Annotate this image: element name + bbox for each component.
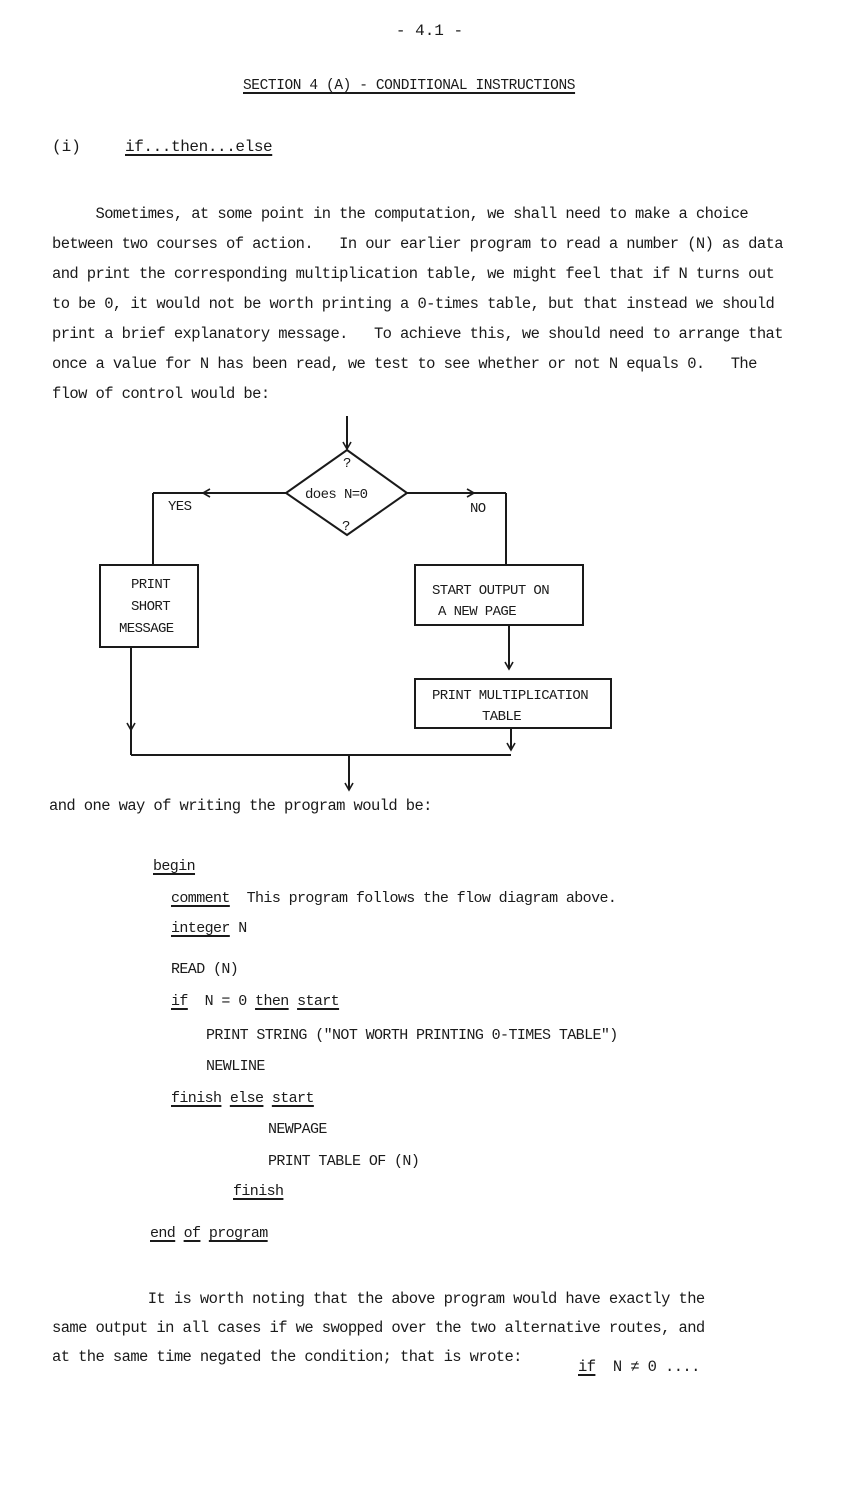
- keyword-finish: finish: [171, 1090, 222, 1107]
- keyword-if: if: [171, 993, 188, 1010]
- keyword-end: end: [150, 1225, 176, 1242]
- keyword-of: of: [183, 1225, 201, 1242]
- newline-statement: NEWLINE: [206, 1058, 265, 1075]
- paragraph-line: to be 0, it would not be worth printing …: [52, 295, 775, 313]
- keyword-if: if: [578, 1358, 596, 1376]
- keyword-integer: integer: [171, 920, 230, 937]
- yes-box-line: MESSAGE: [119, 621, 174, 637]
- subsection-title: if...then...else: [125, 138, 273, 156]
- page-number: - 4.1 -: [395, 22, 464, 40]
- no-box1-line: START OUTPUT ON: [432, 583, 549, 599]
- transition-text: and one way of writing the program would…: [49, 797, 432, 815]
- print-short-message-box: [99, 564, 199, 648]
- newpage-statement: NEWPAGE: [268, 1121, 327, 1138]
- paragraph-line: It is worth noting that the above progra…: [52, 1290, 706, 1308]
- keyword-begin: begin: [153, 858, 196, 875]
- start-output-box: [414, 564, 584, 626]
- paragraph-line: flow of control would be:: [52, 385, 270, 403]
- integer-variable: N: [238, 920, 247, 937]
- flow-diagram: ? does N=0 ? YES NO PRINT SHORT MESSAGE …: [99, 416, 612, 792]
- keyword-program: program: [208, 1225, 268, 1242]
- paragraph-line: same output in all cases if we swopped o…: [52, 1319, 705, 1337]
- paragraph-line: Sometimes, at some point in the computat…: [52, 205, 749, 223]
- section-title: SECTION 4 (A) - CONDITIONAL INSTRUCTIONS: [243, 78, 576, 94]
- keyword-comment: comment: [171, 890, 230, 907]
- keyword-else: else: [229, 1090, 264, 1107]
- keyword-start: start: [297, 993, 340, 1010]
- decision-top-mark: ?: [343, 456, 351, 472]
- yes-box-line: PRINT: [131, 577, 170, 593]
- paragraph-line: once a value for N has been read, we tes…: [52, 355, 757, 373]
- print-string-statement: PRINT STRING ("NOT WORTH PRINTING 0-TIME…: [206, 1027, 618, 1044]
- yes-box-line: SHORT: [131, 599, 170, 615]
- print-table-statement: PRINT TABLE OF (N): [268, 1153, 420, 1170]
- decision-diamond: [284, 448, 409, 537]
- no-box2-line: PRINT MULTIPLICATION: [432, 688, 588, 704]
- yes-label: YES: [168, 499, 192, 515]
- keyword-finish: finish: [233, 1183, 284, 1200]
- decision-label: does N=0: [305, 487, 368, 503]
- paragraph-line: between two courses of action. In our ea…: [52, 235, 784, 253]
- subsection-number: (i): [52, 138, 81, 156]
- condition: N = 0: [204, 993, 248, 1010]
- print-multiplication-table-box: [414, 678, 612, 729]
- no-box2-line: TABLE: [482, 709, 521, 725]
- read-statement: READ (N): [171, 961, 239, 978]
- keyword-start: start: [271, 1090, 315, 1107]
- paragraph-line: and print the corresponding multiplicati…: [52, 265, 775, 283]
- paragraph-line: print a brief explanatory message. To ac…: [52, 325, 784, 343]
- paragraph-line: at the same time negated the condition; …: [52, 1348, 522, 1366]
- keyword-then: then: [255, 993, 289, 1010]
- no-box1-line: A NEW PAGE: [438, 604, 516, 620]
- decision-bottom-mark: ?: [342, 519, 350, 535]
- negated-condition: N ≠ 0 ....: [612, 1358, 701, 1376]
- no-label: NO: [470, 501, 486, 517]
- comment-text: This program follows the flow diagram ab…: [246, 890, 617, 907]
